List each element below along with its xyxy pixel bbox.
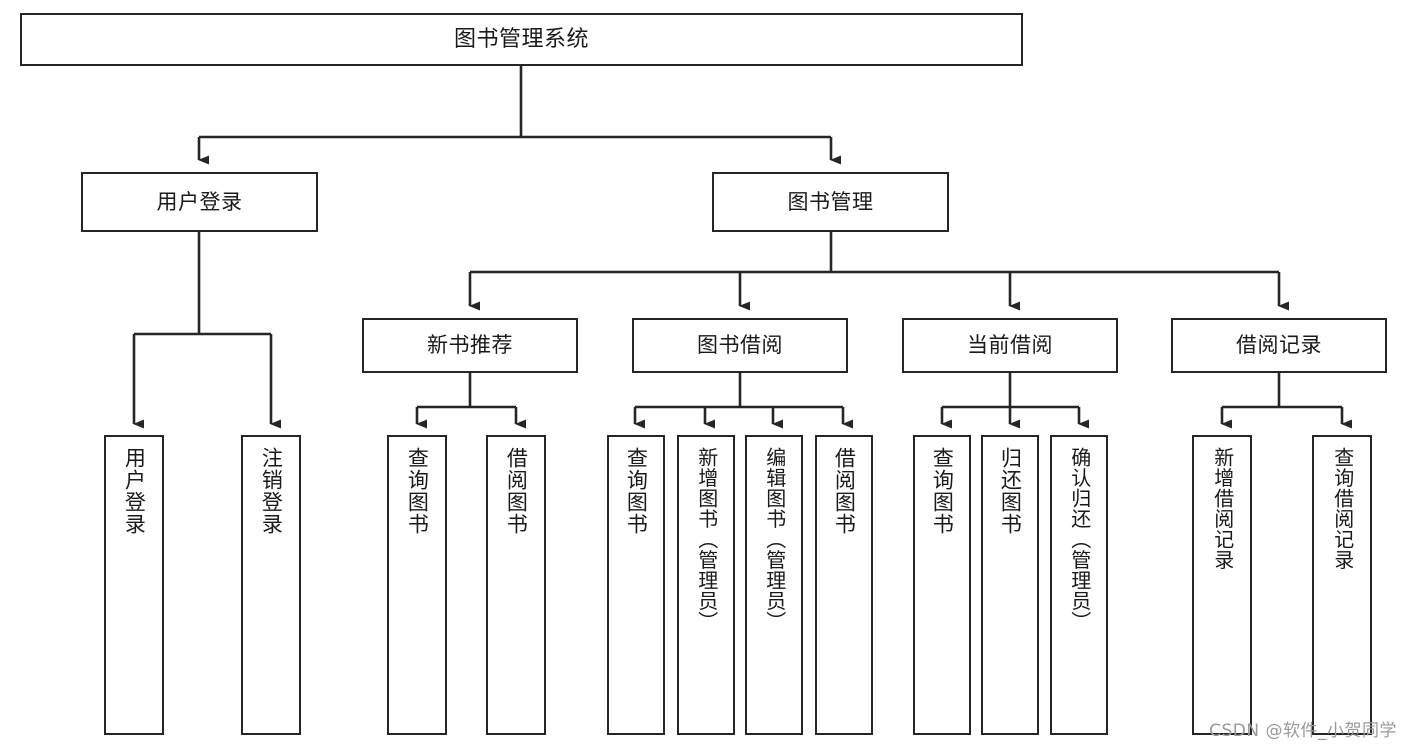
leaf-borrow-book[interactable]: 借阅图书	[815, 435, 873, 735]
node-label: 注销登录	[259, 447, 284, 535]
leaf-query-borrow-record[interactable]: 查询借阅记录	[1312, 435, 1372, 735]
node-label: 新增图书（管理员）	[694, 447, 719, 632]
leaf-borrow-book-recommendation[interactable]: 借阅图书	[486, 435, 546, 735]
node-book-borrow[interactable]: 图书借阅	[632, 318, 848, 373]
leaf-user-login[interactable]: 用户登录	[104, 435, 164, 735]
node-label: 借阅记录	[1236, 333, 1322, 357]
node-label: 确认归还（管理员）	[1067, 447, 1092, 632]
node-label: 编辑图书（管理员）	[762, 447, 787, 632]
node-label: 借阅图书	[832, 447, 857, 535]
node-label: 查询图书	[405, 447, 430, 535]
leaf-add-borrow-record[interactable]: 新增借阅记录	[1192, 435, 1252, 735]
node-label: 用户登录	[156, 189, 243, 214]
node-label: 查询图书	[930, 447, 955, 535]
leaf-query-book-borrow[interactable]: 查询图书	[607, 435, 665, 735]
node-label: 查询图书	[624, 447, 649, 535]
node-label: 新书推荐	[427, 333, 513, 357]
node-label: 图书管理	[787, 189, 874, 214]
node-label: 用户登录	[122, 447, 147, 535]
leaf-add-book-admin[interactable]: 新增图书（管理员）	[677, 435, 735, 735]
node-user-login[interactable]: 用户登录	[81, 172, 318, 232]
node-borrow-record[interactable]: 借阅记录	[1171, 318, 1387, 373]
node-new-book-recommendation[interactable]: 新书推荐	[362, 318, 578, 373]
watermark-csdn: CSDN @软件_小贺同学	[1209, 721, 1397, 741]
node-label: 归还图书	[998, 447, 1023, 535]
leaf-edit-book-admin[interactable]: 编辑图书（管理员）	[745, 435, 803, 735]
node-label: 查询借阅记录	[1330, 447, 1355, 570]
node-label: 图书管理系统	[453, 26, 589, 52]
leaf-return-book[interactable]: 归还图书	[981, 435, 1039, 735]
node-root-book-management-system[interactable]: 图书管理系统	[20, 13, 1023, 66]
node-label: 当前借阅	[967, 333, 1053, 357]
node-current-borrow[interactable]: 当前借阅	[902, 318, 1118, 373]
node-label: 图书借阅	[697, 333, 783, 357]
node-label: 新增借阅记录	[1210, 447, 1235, 570]
leaf-query-book-current[interactable]: 查询图书	[913, 435, 971, 735]
leaf-query-book-recommendation[interactable]: 查询图书	[387, 435, 447, 735]
node-book-management[interactable]: 图书管理	[712, 172, 949, 232]
node-label: 借阅图书	[504, 447, 529, 535]
leaf-confirm-return-admin[interactable]: 确认归还（管理员）	[1050, 435, 1108, 735]
leaf-logout[interactable]: 注销登录	[241, 435, 301, 735]
